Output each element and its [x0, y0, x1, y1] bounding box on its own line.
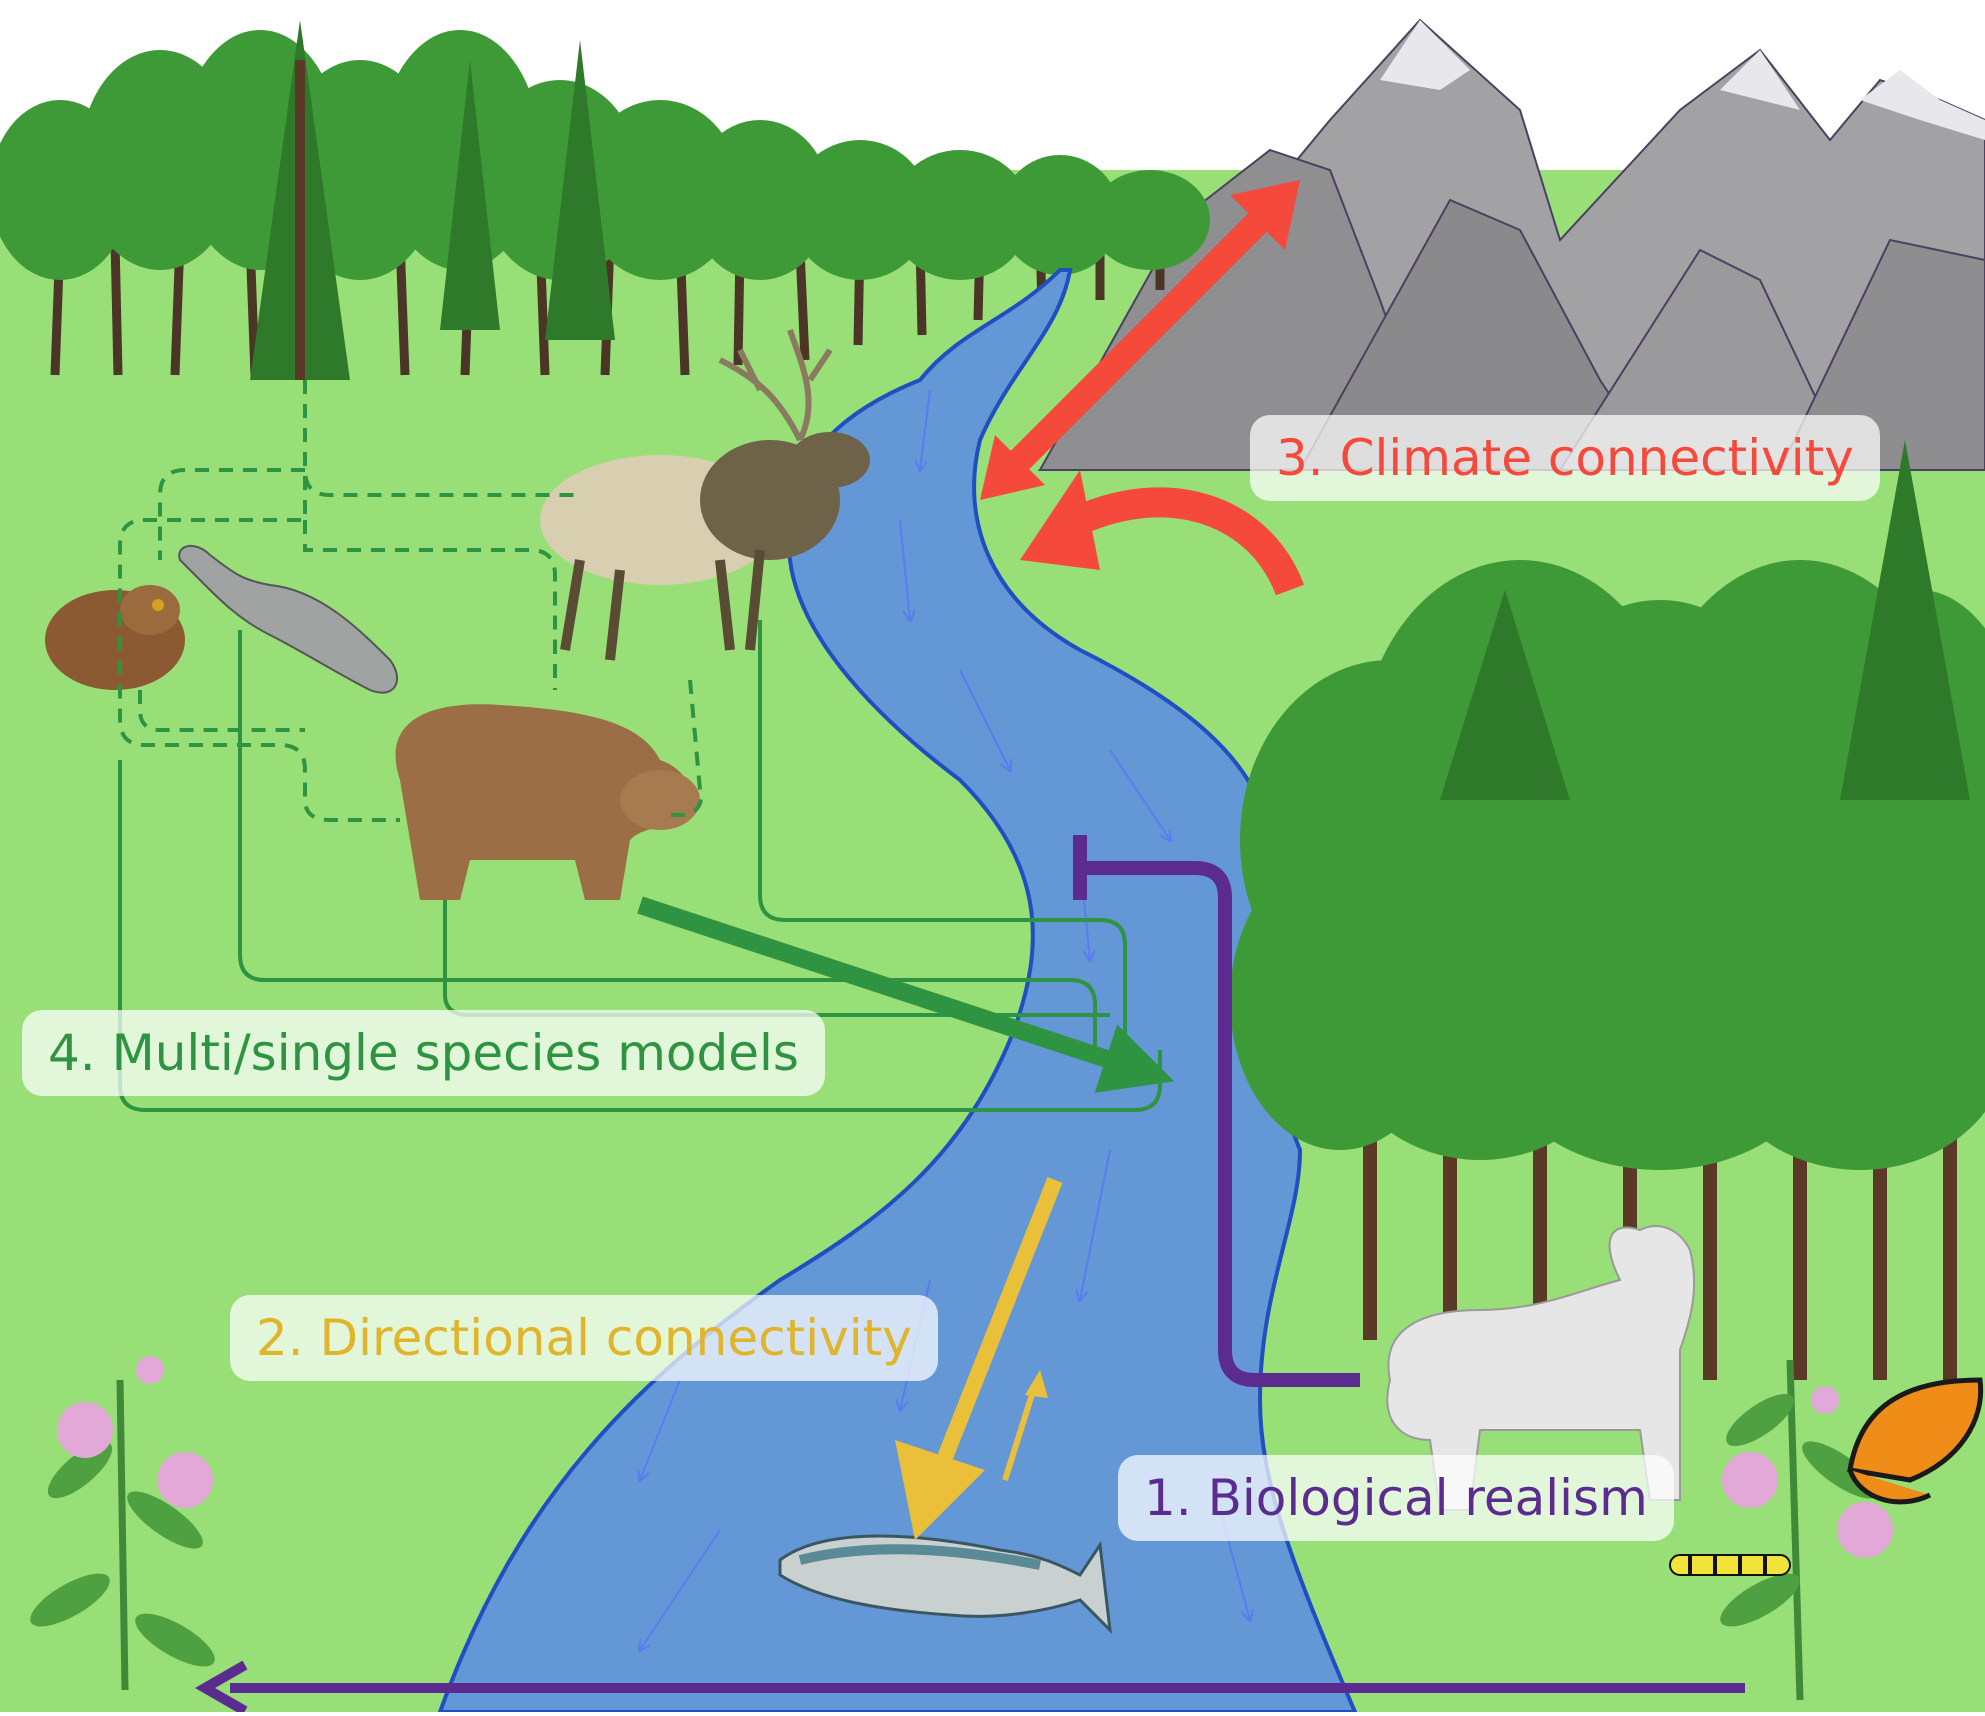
multi-species-models-label: 4. Multi/single species models: [22, 1010, 825, 1096]
biological-realism-label: 1. Biological realism: [1118, 1455, 1674, 1541]
biological-barrier: [1073, 835, 1360, 1387]
back-forest: [0, 20, 1210, 380]
elk: [540, 329, 870, 661]
monarch-butterfly: [1847, 1377, 1984, 1505]
climate-connectivity-label: 3. Climate connectivity: [1250, 415, 1880, 501]
directional-connectivity-label: 2. Directional connectivity: [230, 1295, 938, 1381]
climate-arrows: [980, 180, 1305, 596]
multi-species-arrow: [637, 896, 1175, 1093]
directional-arrows: [895, 1177, 1063, 1540]
species-dashed-links: [118, 380, 703, 822]
salamander: [178, 545, 399, 694]
frog: [45, 585, 185, 690]
milkweed-right: [1720, 1359, 1893, 1701]
salmon: [778, 1534, 1112, 1635]
right-forest: [1230, 440, 1985, 1390]
caterpillar: [1669, 1554, 1791, 1576]
milkweed-left: [30, 1356, 215, 1691]
biological-arrow: [194, 1660, 1745, 1716]
bear: [395, 704, 700, 900]
